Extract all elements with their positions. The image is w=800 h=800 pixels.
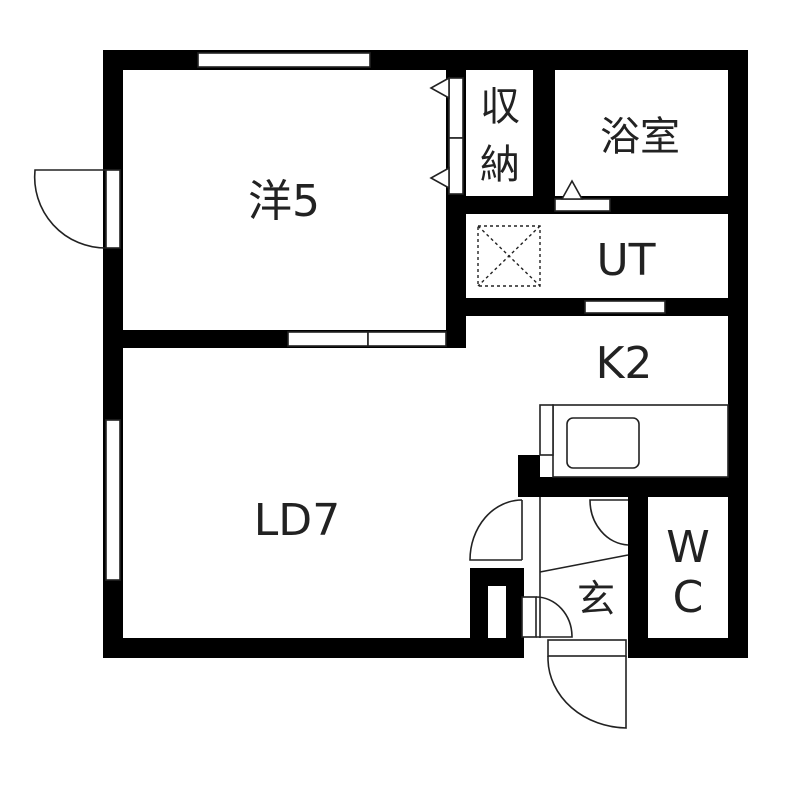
window-left-ld (105, 419, 121, 581)
counter-end (539, 404, 554, 456)
door-closet-1 (448, 77, 464, 139)
triangle-marker-1 (429, 76, 450, 100)
window-top-western (197, 52, 371, 68)
label-toilet-bottom: C (673, 572, 704, 623)
wall-entry-shoe-left (470, 568, 488, 658)
label-western-room: 洋5 (248, 176, 320, 227)
washing-machine-pan (477, 225, 541, 287)
entrance-step-line (539, 554, 629, 573)
triangle-marker-bath (560, 179, 584, 200)
kitchen-counter (539, 404, 729, 478)
window-sliding-2 (367, 331, 447, 347)
wall-outer-bottom-right (628, 638, 748, 658)
door-entry-jamb (521, 596, 537, 638)
label-toilet-top: W (666, 522, 710, 573)
door-swings (33, 169, 629, 729)
closet-markers (429, 76, 584, 200)
window-left-western (105, 169, 121, 249)
wall-outer-right (728, 50, 748, 658)
door-bath (554, 198, 611, 212)
label-storage-top: 収 (480, 84, 520, 130)
label-entrance: 玄 (577, 577, 615, 621)
door-closet-2 (448, 137, 464, 195)
label-living-dining: LD7 (254, 495, 340, 546)
wall-outer-bottom-left (103, 638, 518, 658)
wall-entry-shoe-top (470, 568, 524, 582)
door-swing-ld (469, 499, 523, 561)
label-kitchen: K2 (596, 338, 653, 389)
wall-western-right (446, 195, 466, 348)
triangle-marker-2 (429, 166, 450, 190)
door-ut (584, 300, 666, 314)
window-sliding-1 (287, 331, 369, 347)
windows (105, 52, 666, 657)
door-swing-entrance (547, 656, 627, 729)
door-swing-shoe (535, 596, 573, 638)
door-entry-frame (547, 639, 627, 657)
door-swing-wc (589, 499, 629, 546)
wall-closet-right (533, 60, 555, 210)
label-bathroom: 浴室 (600, 114, 680, 160)
sink (566, 417, 640, 469)
room-labels: 洋5 収 納 浴室 UT K2 LD7 W C 玄 (248, 84, 710, 623)
wall-entry-shoe-right (506, 568, 524, 658)
wall-wc-left (628, 477, 648, 658)
label-utility: UT (596, 235, 655, 286)
door-swing-left (33, 169, 107, 249)
label-storage-bottom: 納 (480, 142, 520, 188)
